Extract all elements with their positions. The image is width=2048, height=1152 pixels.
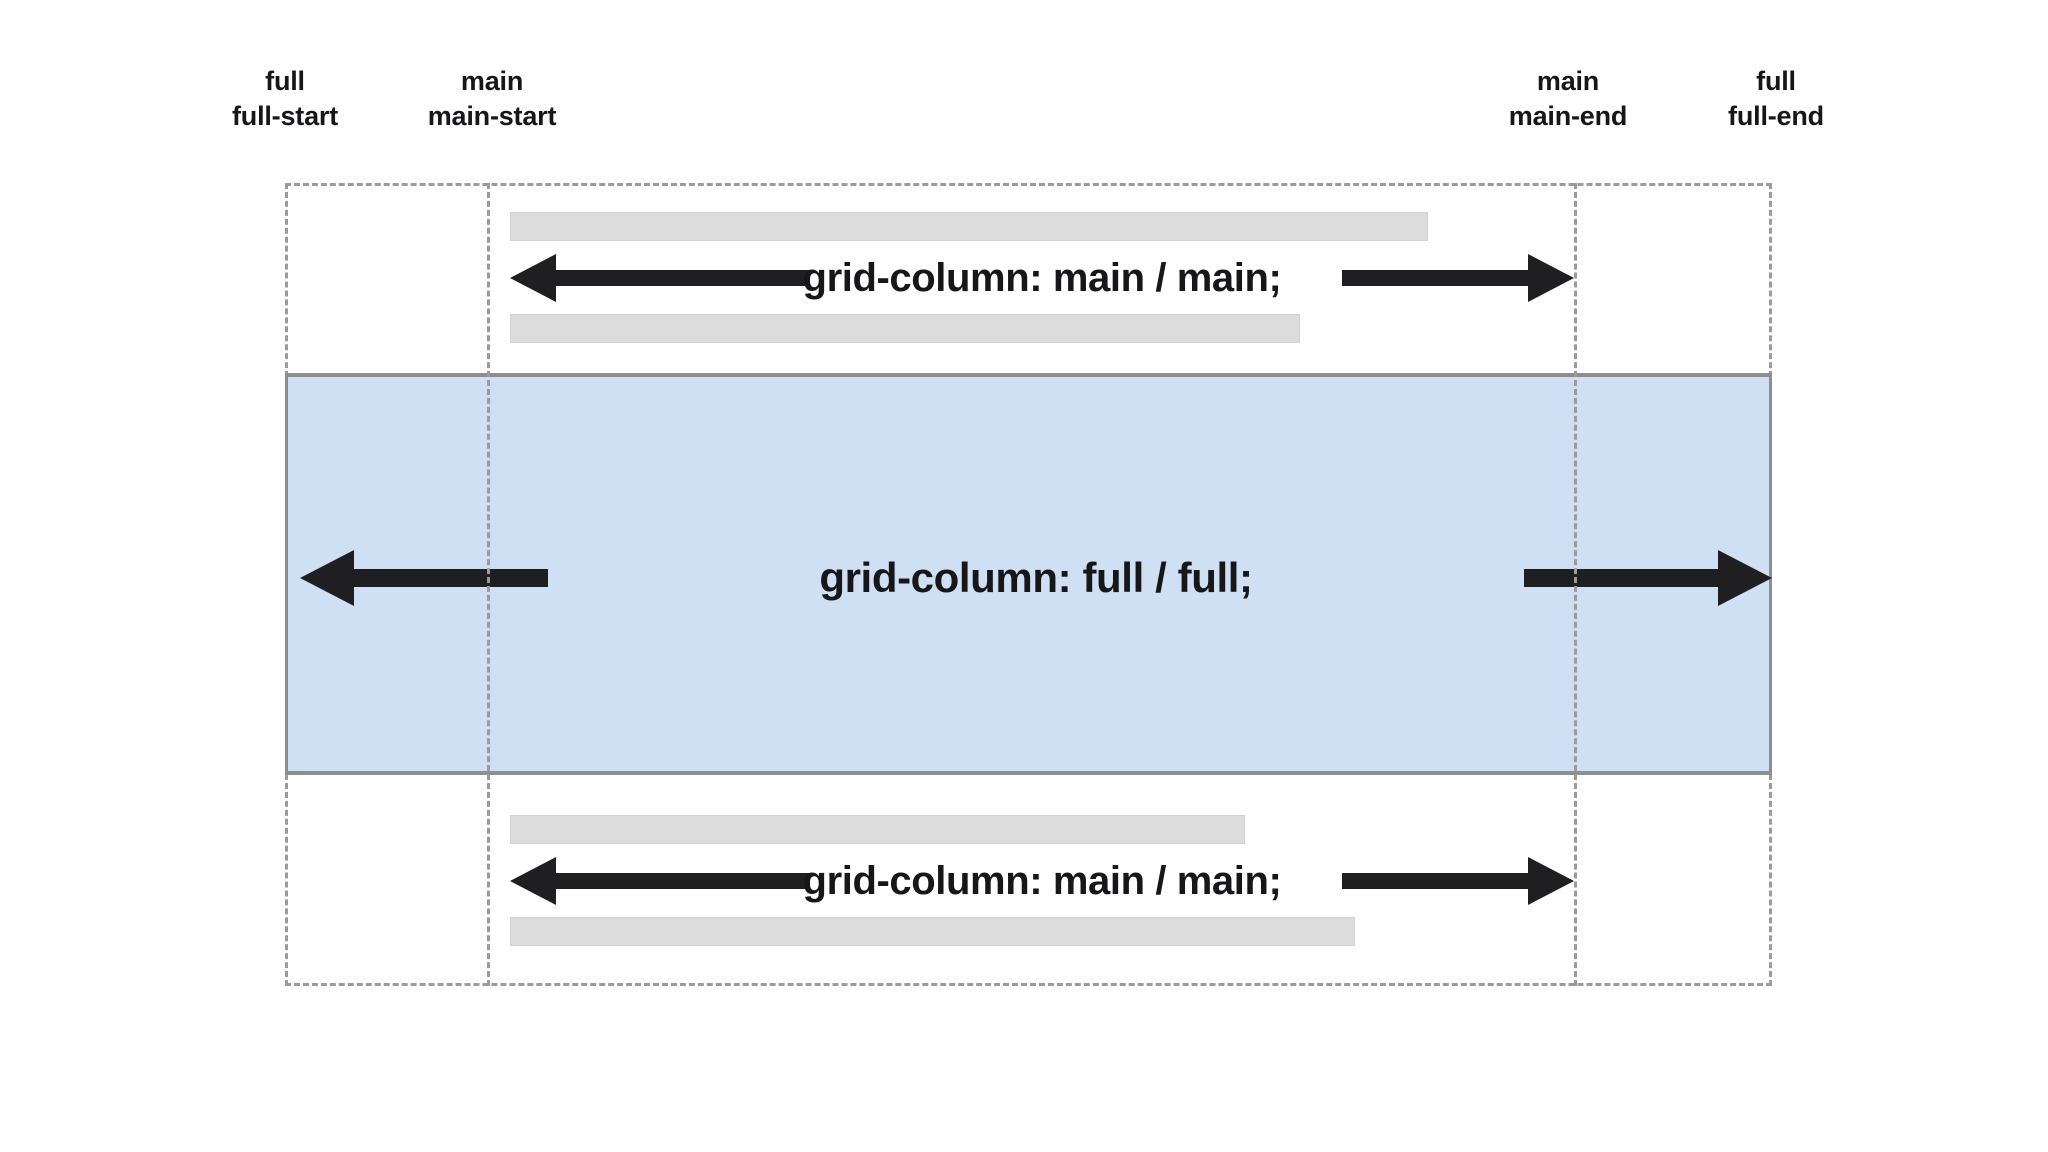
main-start-label-line2: main-start — [427, 100, 557, 131]
main-end-line — [1574, 183, 1577, 986]
top-row-caption: grid-column: main / main; — [802, 255, 1282, 300]
full-bleed-band: grid-column: full / full; — [285, 373, 1772, 775]
placeholder-bar — [510, 212, 1428, 241]
main-span-measure-bottom: grid-column: main / main; — [510, 849, 1574, 913]
full-span-arrow — [300, 550, 1772, 606]
full-start-label-line2: full-start — [231, 100, 339, 131]
main-span-arrow-top — [510, 254, 1574, 302]
full-end-label-line2: full-end — [1728, 100, 1824, 131]
full-start-label-line1: full — [265, 66, 305, 96]
bottom-content-row: grid-column: main / main; — [285, 775, 1772, 986]
main-end-label-line2: main-end — [1508, 100, 1628, 131]
full-start-label: full full-start — [232, 64, 338, 133]
placeholder-bar — [510, 917, 1355, 946]
main-end-label-line1: main — [1536, 66, 1600, 96]
main-span-measure-top: grid-column: main / main; — [510, 246, 1574, 310]
main-start-label: main main-start — [428, 64, 557, 133]
main-span-arrow-bottom — [510, 857, 1574, 905]
middle-row-caption: grid-column: full / full; — [819, 554, 1253, 601]
main-start-line — [487, 183, 490, 986]
placeholder-bar — [510, 815, 1245, 844]
top-content-row: grid-column: main / main; — [285, 183, 1772, 373]
full-end-label: full full-end — [1728, 64, 1824, 133]
full-span-measure: grid-column: full / full; — [300, 546, 1772, 610]
main-start-label-line1: main — [460, 66, 524, 96]
bottom-row-caption: grid-column: main / main; — [802, 858, 1282, 903]
full-end-label-line1: full — [1756, 66, 1796, 96]
main-end-label: main main-end — [1508, 64, 1628, 133]
placeholder-bar — [510, 314, 1300, 343]
